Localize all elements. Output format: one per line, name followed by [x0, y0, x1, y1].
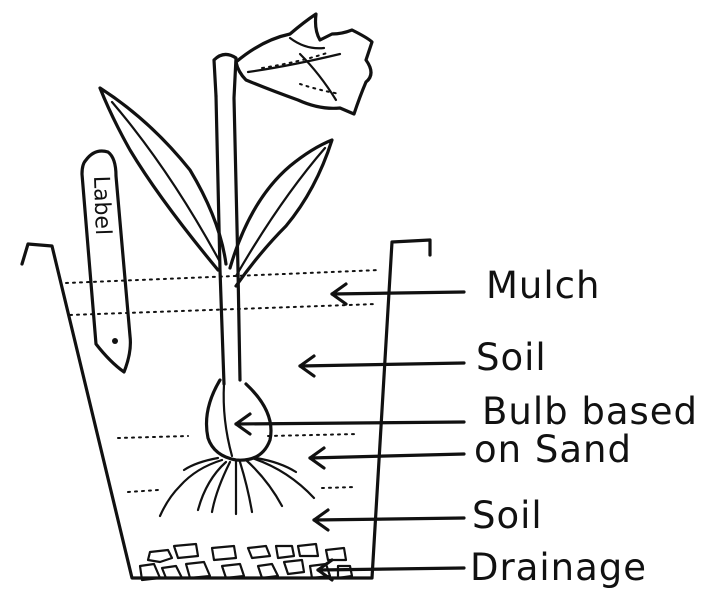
drainage-stones: [140, 544, 352, 580]
label-drainage: Drainage: [470, 546, 647, 589]
label-stake-text: Label: [88, 175, 115, 235]
label-sand: on Sand: [474, 428, 632, 471]
plant-stem: [214, 54, 240, 384]
label-mulch: Mulch: [486, 264, 600, 307]
roots: [160, 458, 314, 516]
arrow-sand: [310, 448, 464, 468]
arrow-soil-top: [300, 356, 464, 376]
plant-label-stake: Label: [82, 151, 130, 372]
label-bulb: Bulb based: [482, 390, 698, 433]
arrow-mulch: [332, 284, 464, 304]
pot-outline: [22, 240, 430, 578]
label-soil-top: Soil: [476, 336, 547, 379]
callout-labels: Mulch Soil Bulb based on Sand Soil Drain…: [470, 264, 698, 589]
label-soil-bottom: Soil: [472, 494, 543, 537]
arrow-soil-bottom: [314, 510, 464, 530]
daffodil-flower: [236, 14, 372, 114]
